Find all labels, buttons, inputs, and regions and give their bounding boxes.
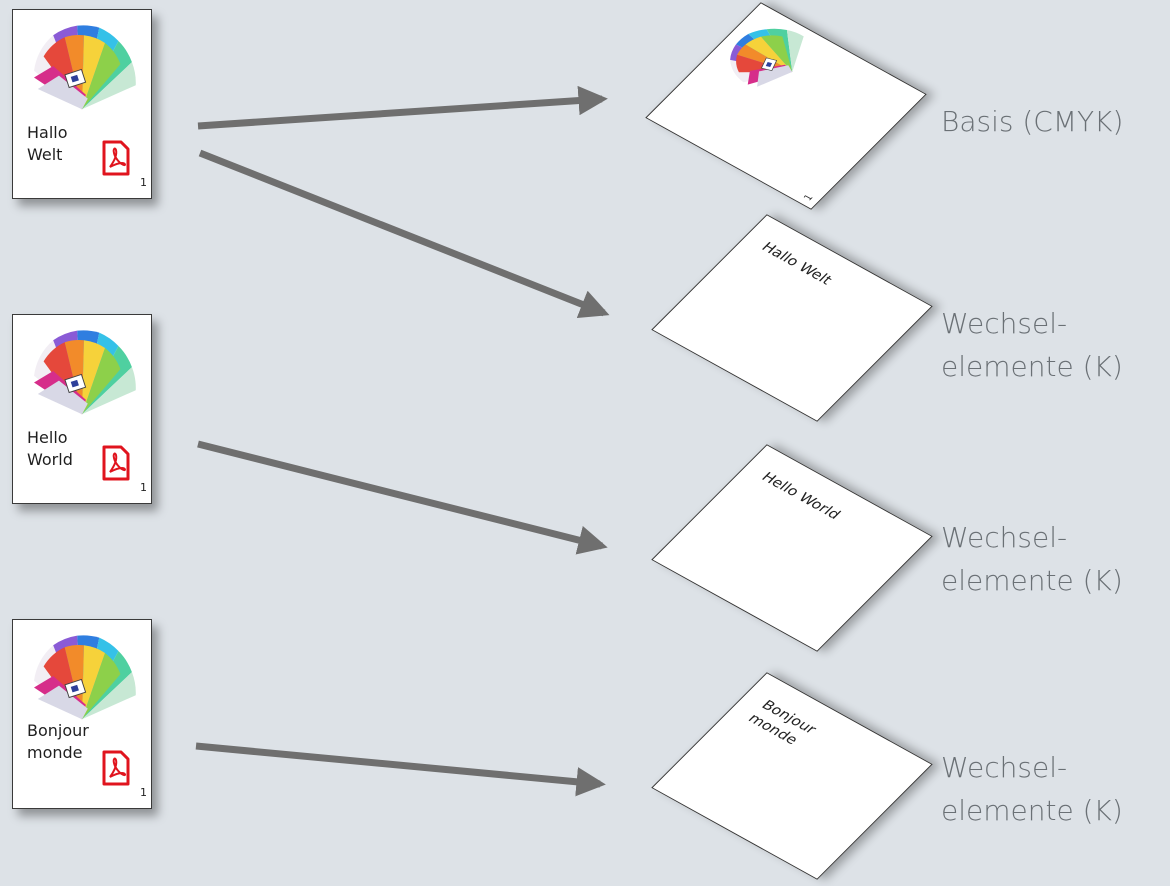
layer-label-wechsel-3: Wechsel- elemente (K): [941, 746, 1123, 832]
source-document-hallo-welt[interactable]: Hallo Welt 1: [12, 9, 152, 199]
layer-label-line1: Wechsel-: [941, 307, 1068, 340]
document-label: Hello World: [27, 428, 73, 469]
document-label: Hallo Welt: [27, 123, 68, 164]
document-label: Bonjour monde: [27, 721, 89, 762]
arrow-hello-world-to-layer: [197, 440, 608, 555]
arrow-hallo-welt-to-basis: [197, 85, 608, 130]
source-document-bonjour-monde[interactable]: Bonjour monde 1: [12, 619, 152, 809]
layer-label-line1: Wechsel-: [941, 521, 1068, 554]
layer-label-wechsel-2: Wechsel- elemente (K): [941, 516, 1123, 602]
layer-label-text: Basis (CMYK): [941, 105, 1124, 138]
arrow-bonjour-monde-to-layer: [195, 742, 606, 797]
page-number: 1: [802, 193, 816, 203]
layer-label-basis: Basis (CMYK): [941, 100, 1123, 143]
layer-label-line2: elemente (K): [941, 564, 1123, 597]
layer-label-line1: Wechsel-: [941, 751, 1068, 784]
layer-label-line2: elemente (K): [941, 794, 1123, 827]
page-number: 1: [140, 786, 147, 799]
layer-label-wechsel-1: Wechsel- elemente (K): [941, 302, 1123, 388]
page-number: 1: [140, 481, 147, 494]
layer-label-line2: elemente (K): [941, 350, 1123, 383]
arrow-hallo-welt-to-layer: [198, 149, 610, 319]
page-number: 1: [140, 176, 147, 189]
source-document-hello-world[interactable]: Hello World 1: [12, 314, 152, 504]
